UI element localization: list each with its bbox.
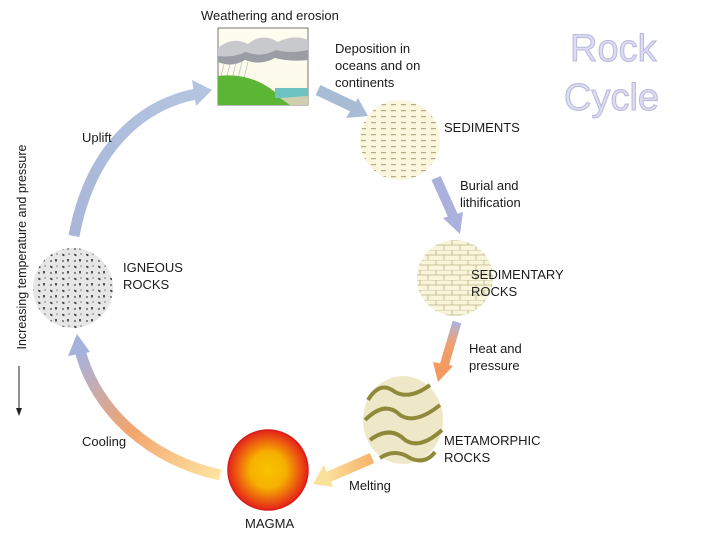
metamorphic-rocks-label: METAMORPHIC ROCKS bbox=[444, 432, 541, 466]
deposition-line-2: oceans and on bbox=[335, 58, 421, 73]
axis-arrow bbox=[16, 366, 22, 416]
metamorphic-line-2: ROCKS bbox=[444, 450, 491, 465]
melting-label: Melting bbox=[349, 478, 391, 493]
sedimentary-rocks-label: SEDIMENTARY ROCKS bbox=[471, 266, 564, 300]
uplift-label: Uplift bbox=[82, 130, 112, 145]
magma-label: MAGMA bbox=[245, 516, 295, 531]
igneous-line-2: ROCKS bbox=[123, 277, 170, 292]
title-cycle: Cycle bbox=[563, 77, 660, 120]
burial-label: Burial and lithification bbox=[460, 177, 521, 211]
deposition-label: Deposition in oceans and on continents bbox=[335, 40, 420, 91]
sedimentary-rocks-illustration bbox=[417, 240, 493, 316]
magma-illustration bbox=[227, 429, 309, 511]
heat-line-1: Heat and bbox=[469, 341, 522, 356]
uplift-arrow bbox=[68, 80, 212, 238]
sediments-illustration bbox=[360, 100, 440, 180]
deposition-line-1: Deposition in bbox=[335, 41, 411, 56]
heat-pressure-label: Heat and pressure bbox=[469, 340, 522, 374]
cooling-label: Cooling bbox=[82, 434, 127, 449]
burial-line-1: Burial and bbox=[460, 178, 519, 193]
igneous-line-1: IGNEOUS bbox=[123, 260, 183, 275]
heat-line-2: pressure bbox=[469, 358, 520, 373]
metamorphic-rocks-illustration bbox=[363, 376, 444, 464]
metamorphic-line-1: METAMORPHIC bbox=[444, 433, 541, 448]
burial-line-2: lithification bbox=[460, 195, 521, 210]
sediments-label: SEDIMENTS bbox=[444, 120, 520, 135]
weathering-illustration bbox=[217, 27, 309, 106]
igneous-rocks-label: IGNEOUS ROCKS bbox=[123, 259, 183, 293]
deposition-arrow bbox=[315, 85, 368, 118]
axis-label: Increasing temperature and pressure bbox=[15, 144, 29, 350]
burial-arrow bbox=[431, 175, 463, 234]
deposition-line-3: continents bbox=[335, 75, 395, 90]
sedimentary-line-1: SEDIMENTARY bbox=[471, 267, 564, 282]
igneous-rocks-illustration bbox=[33, 248, 113, 328]
weathering-label: Weathering and erosion bbox=[201, 8, 339, 23]
cooling-arrow bbox=[68, 334, 222, 481]
heat-pressure-arrow bbox=[433, 320, 462, 382]
melting-arrow bbox=[313, 452, 375, 487]
sedimentary-line-2: ROCKS bbox=[471, 284, 518, 299]
title-rock: Rock bbox=[570, 28, 658, 71]
